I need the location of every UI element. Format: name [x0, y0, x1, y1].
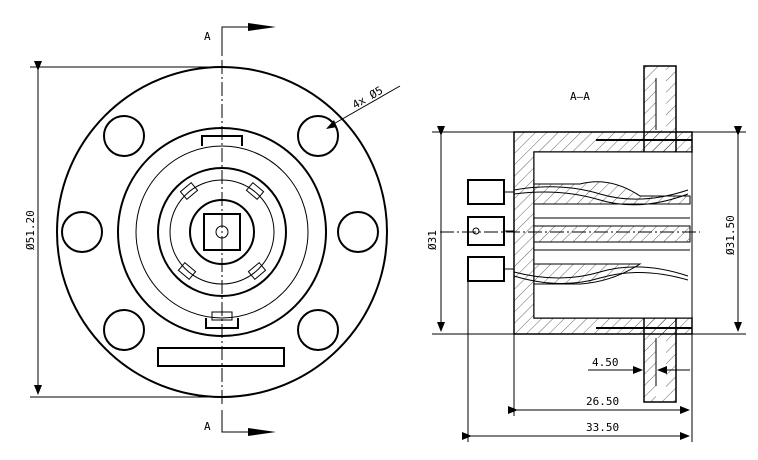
key-slot [211, 311, 233, 321]
contact-tab [177, 261, 197, 281]
insert-ring [157, 167, 287, 297]
body-ring-outer [117, 127, 327, 337]
terminals [467, 179, 514, 282]
outer-diameter-value: Ø51.20 [24, 210, 37, 250]
mounting-hole [297, 309, 339, 351]
section-letter-bottom: A [204, 420, 211, 433]
label-plate [157, 347, 285, 367]
side-boss [337, 211, 379, 253]
pin-ring [189, 199, 255, 265]
terminal [467, 179, 505, 205]
section-letter-top: A [204, 30, 211, 43]
contact-spring [513, 266, 689, 279]
hole-callout-text: 4x Ø5 [350, 84, 385, 112]
contact-tab [247, 261, 267, 281]
body-ring-inner [135, 145, 309, 319]
dimension-flange-thickness: 4.50 [588, 356, 690, 376]
hole-callout: 4x Ø5 [326, 84, 401, 129]
section-title: A—A [570, 90, 590, 103]
flange-thickness-value: 4.50 [592, 356, 619, 369]
key-notch-bottom [205, 318, 239, 329]
mounting-hole [297, 115, 339, 157]
insert-block [533, 225, 691, 243]
center-pin [215, 225, 229, 239]
mounting-hole [103, 115, 145, 157]
section-view: A—A [426, 65, 746, 442]
insert-ring-inner [169, 179, 275, 285]
body-diameter-value: Ø31.50 [724, 215, 737, 255]
contact-spring [513, 186, 689, 200]
dimension-body-length: 26.50 [508, 334, 693, 416]
dimension-overall-length: 33.50 [462, 282, 693, 442]
overall-length-value: 33.50 [586, 421, 619, 434]
inner-diameter-value: Ø31 [426, 230, 439, 250]
dimension-outer-diameter: Ø51.20 [24, 61, 222, 398]
mounting-hole [103, 309, 145, 351]
contact-tab [179, 181, 199, 201]
section-marker-top: A [204, 23, 276, 56]
side-boss [61, 211, 103, 253]
front-view: A A [24, 23, 401, 436]
contact-tab [245, 181, 265, 201]
body-length-value: 26.50 [586, 395, 619, 408]
key-notch-top [201, 135, 243, 146]
terminal [467, 256, 505, 282]
dimension-body-diameter: Ø31.50 [692, 126, 746, 335]
contact-spring [513, 272, 689, 284]
section-marker-bottom: A [204, 410, 276, 436]
contact-spring [513, 191, 689, 206]
center-square [203, 213, 241, 251]
dimension-inner-diameter: Ø31 [426, 126, 514, 335]
